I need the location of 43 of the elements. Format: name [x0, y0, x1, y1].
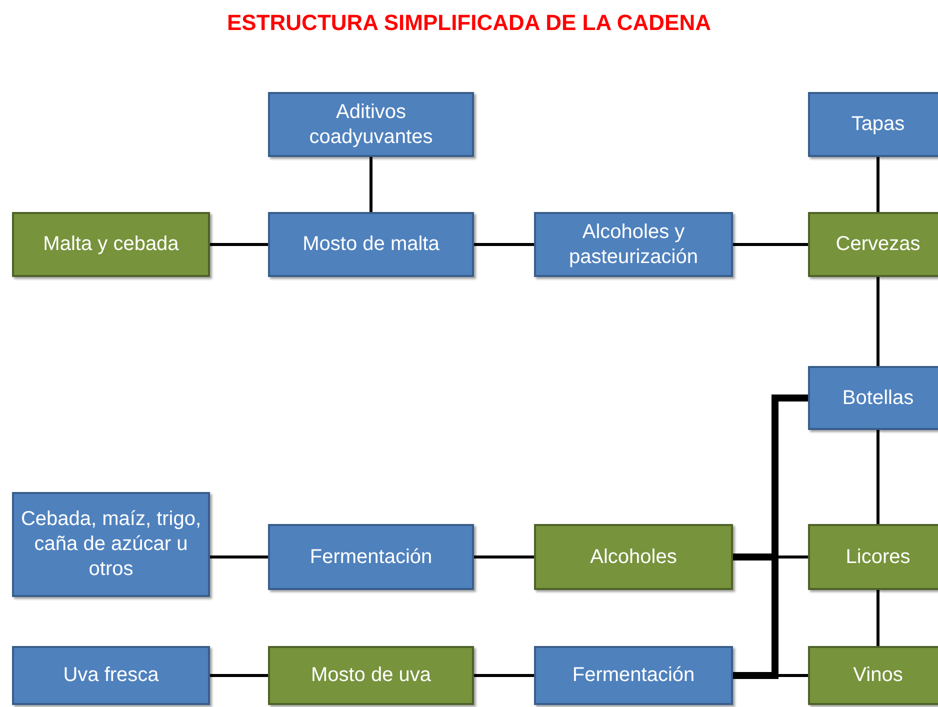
process-box — [12, 212, 210, 277]
box-label: Alcoholes — [590, 544, 677, 570]
box-label: Vinos — [853, 663, 903, 688]
connector-line — [474, 243, 534, 246]
process-box — [12, 492, 210, 597]
process-box — [268, 212, 474, 277]
process-box — [808, 92, 938, 157]
connector-line — [210, 556, 268, 558]
connector-line — [370, 157, 372, 212]
process-box — [534, 524, 733, 590]
box-label: Cervezas — [836, 232, 920, 257]
connector-line — [876, 590, 880, 646]
diagram-title: ESTRUCTURA SIMPLIFICADA DE LA CADENA — [226, 10, 712, 36]
process-box — [268, 646, 474, 705]
box-label: Mosto de malta — [302, 232, 440, 257]
process-box — [268, 524, 474, 590]
box-label: Fermentación — [310, 544, 432, 570]
box-label: Mosto de uva — [310, 663, 432, 688]
box-label: Uva fresca — [63, 663, 159, 688]
connector-line — [210, 674, 268, 677]
process-box — [12, 646, 210, 705]
connector-line — [876, 430, 880, 524]
box-label: Botellas — [842, 386, 914, 410]
process-box — [534, 212, 733, 277]
connector-line — [876, 157, 880, 212]
box-label: Licores — [846, 544, 910, 570]
process-box — [808, 366, 938, 430]
box-label: Malta y cebada — [43, 232, 179, 257]
process-box — [808, 524, 938, 590]
connector-line — [210, 243, 268, 246]
connector-line — [876, 277, 880, 366]
process-box — [808, 646, 938, 705]
process-box — [808, 212, 938, 277]
box-label: Alcoholes y pasteurización — [568, 220, 699, 270]
process-box — [268, 92, 474, 157]
connector-line — [474, 674, 534, 677]
box-label: Tapas — [851, 112, 905, 137]
box-label: Cebada, maíz, trigo, caña de azúcar u otros — [20, 507, 202, 582]
box-label: Fermentación — [572, 663, 695, 688]
box-label: Aditivos coadyuvantes — [308, 100, 434, 150]
connector-line — [733, 243, 808, 246]
connector-line — [474, 556, 534, 558]
process-box — [534, 646, 733, 705]
